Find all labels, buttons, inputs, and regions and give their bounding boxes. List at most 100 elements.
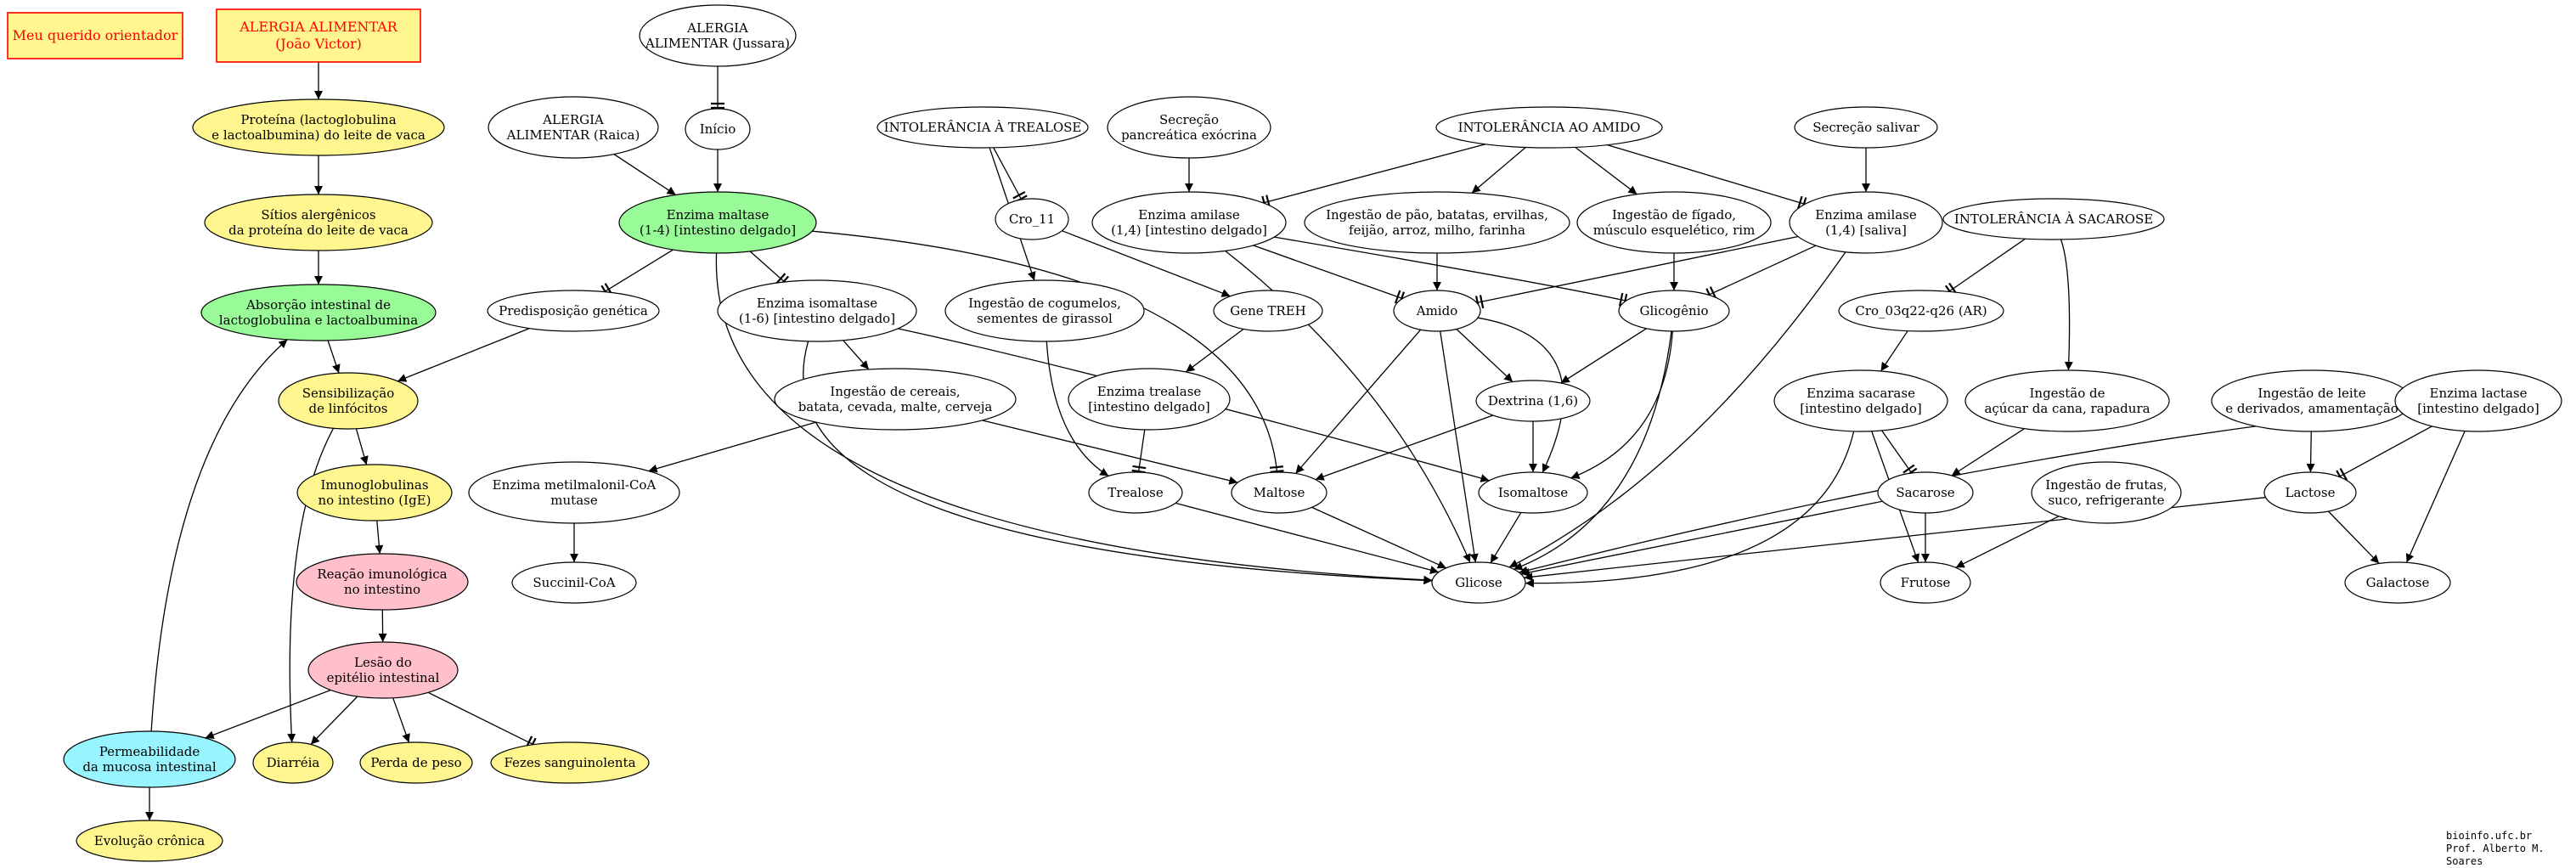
node-glicogenio: Glicogênio bbox=[1619, 290, 1729, 331]
node-amido: Amido bbox=[1394, 290, 1480, 331]
node-dextrina: Dextrina (1,6) bbox=[1476, 380, 1590, 421]
node-maltose: Maltose bbox=[1232, 472, 1327, 513]
node-label: Cro_11 bbox=[1009, 211, 1055, 227]
edge-amido-to-maltose bbox=[1296, 330, 1421, 473]
edge-ingestao-cereais-to-maltose bbox=[982, 420, 1237, 482]
node-amilase-pancreatica: Enzima amilase(1,4) [intestino delgado] bbox=[1092, 192, 1286, 253]
node-label: Enzima metilmalonil-CoA bbox=[493, 477, 657, 493]
node-label: Enzima isomaltase bbox=[757, 296, 877, 311]
node-evolucao: Evolução crônica bbox=[76, 820, 223, 861]
node-ingestao-figado: Ingestão de fígado,músculo esquelético, … bbox=[1577, 192, 1771, 253]
node-label: Ingestão de cereais, bbox=[830, 384, 960, 399]
edge-ingestao-cereais-to-metilmalonil bbox=[649, 422, 816, 471]
edge-lactose-to-galactose bbox=[2328, 511, 2379, 564]
node-label: no intestino bbox=[344, 582, 420, 597]
edge-enzima-lactase-to-lactose bbox=[2339, 426, 2432, 477]
node-label: Maltose bbox=[1254, 485, 1305, 500]
node-label: Ingestão de bbox=[2029, 386, 2105, 401]
credits: bioinfo.ufc.br Prof. Alberto M. Soares bbox=[2446, 830, 2576, 868]
node-galactose: Galactose bbox=[2345, 562, 2450, 603]
edge-enzima-isomaltase-to-ingestao-cereais bbox=[843, 341, 869, 369]
edge-dextrina-to-maltose bbox=[1316, 415, 1493, 480]
edge-maltose-to-glicose bbox=[1312, 507, 1446, 567]
edge-enzima-sacarase-to-glicose bbox=[1525, 431, 1854, 583]
node-label: Glicogênio bbox=[1640, 303, 1709, 318]
node-label: [intestino delgado] bbox=[1088, 399, 1210, 414]
node-label: Enzima maltase bbox=[667, 207, 769, 223]
node-label: mutase bbox=[550, 493, 598, 508]
node-label: Início bbox=[700, 121, 736, 137]
node-label: Secreção salivar bbox=[1812, 120, 1919, 135]
edge-enzima-maltase-to-enzima-isomaltase bbox=[750, 251, 785, 282]
node-label: Predisposição genética bbox=[499, 303, 648, 318]
node-label: ALERGIA bbox=[686, 20, 748, 36]
edge-intol-amido-to-ingestao-figado bbox=[1575, 147, 1637, 194]
node-label: [intestino delgado] bbox=[1800, 401, 1922, 416]
edges bbox=[149, 62, 2465, 820]
node-label: Ingestão de leite bbox=[2258, 386, 2365, 401]
edge-lesao-to-diarreia bbox=[311, 696, 358, 745]
edge-intol-sacarose-to-cro03 bbox=[1949, 239, 2026, 291]
edge-alergia-raica-to-enzima-maltase bbox=[614, 155, 676, 195]
node-label: Glicose bbox=[1455, 575, 1502, 590]
node-diarreia: Diarréia bbox=[253, 742, 333, 783]
credit-site: bioinfo.ufc.br bbox=[2446, 830, 2576, 843]
node-label: Perda de peso bbox=[370, 755, 461, 770]
node-label: Galactose bbox=[2366, 575, 2430, 590]
edge-gene-treh-to-enzima-trealase bbox=[1186, 329, 1243, 372]
node-label: (1-4) [intestino delgado] bbox=[640, 223, 796, 238]
node-label: Isomaltose bbox=[1498, 485, 1568, 500]
node-label: (1-6) [intestino delgado] bbox=[739, 311, 895, 326]
edge-ingestao-leite-to-lactose bbox=[2310, 431, 2311, 472]
edge-cro03-to-enzima-sacarase bbox=[1881, 331, 1908, 371]
node-lactose: Lactose bbox=[2264, 472, 2356, 513]
node-label: Evolução crônica bbox=[94, 833, 206, 848]
node-label: batata, cevada, malte, cerveja bbox=[798, 399, 993, 414]
node-trealose: Trealose bbox=[1089, 472, 1182, 513]
node-label: Ingestão de cogumelos, bbox=[968, 296, 1121, 311]
edge-permeabilidade-to-absorcao bbox=[151, 340, 287, 731]
node-amilase-saliva: Enzima amilase(1,4) [saliva] bbox=[1790, 192, 1942, 253]
node-label: Sítios alergênicos bbox=[261, 207, 375, 223]
node-label: Trealose bbox=[1108, 485, 1164, 500]
node-intol-trealose: INTOLERÂNCIA À TREALOSE bbox=[877, 107, 1088, 148]
node-label: suco, refrigerante bbox=[2048, 493, 2164, 508]
edge-glicogenio-to-glicose bbox=[1513, 331, 1671, 569]
edge-lesao-to-perda bbox=[393, 698, 409, 743]
node-label: Proteína (lactoglobulina bbox=[240, 112, 396, 127]
node-label: lactoglobulina e lactoalbumina bbox=[219, 313, 418, 328]
node-label: [intestino delgado] bbox=[2417, 401, 2539, 416]
node-label: Sacarose bbox=[1896, 485, 1954, 500]
node-label: Ingestão de pão, batatas, ervilhas, bbox=[1326, 207, 1548, 223]
node-label: açúcar da cana, rapadura bbox=[1984, 401, 2150, 416]
edge-imunoglobulinas-to-reacao bbox=[377, 521, 380, 554]
node-label: Enzima lactase bbox=[2430, 386, 2528, 401]
node-label: Frutose bbox=[1901, 575, 1951, 590]
edge-intol-sacarose-to-ingestao-acucar bbox=[2061, 240, 2070, 370]
node-label: Dextrina (1,6) bbox=[1488, 393, 1578, 409]
node-ingestao-cereais: Ingestão de cereais,batata, cevada, malt… bbox=[775, 369, 1016, 430]
node-label: sementes de girassol bbox=[977, 311, 1113, 326]
node-label: Absorção intestinal de bbox=[245, 297, 391, 313]
edge-amido-to-glicose bbox=[1440, 331, 1476, 562]
node-frutose: Frutose bbox=[1880, 562, 1970, 603]
node-label: Enzima amilase bbox=[1138, 207, 1240, 223]
node-label: Ingestão de frutas, bbox=[2045, 477, 2167, 493]
edge-lesao-to-fezes bbox=[428, 692, 533, 744]
node-label: INTOLERÂNCIA À SACAROSE bbox=[1954, 211, 2153, 227]
node-label: da proteína do leite de vaca bbox=[228, 223, 409, 238]
edge-predisposicao-to-sensibilizacao bbox=[397, 329, 529, 381]
node-sacarose: Sacarose bbox=[1878, 472, 1973, 513]
node-label: Ingestão de fígado, bbox=[1612, 207, 1736, 223]
node-label: Meu querido orientador bbox=[13, 27, 178, 43]
node-label: INTOLERÂNCIA AO AMIDO bbox=[1458, 120, 1641, 135]
